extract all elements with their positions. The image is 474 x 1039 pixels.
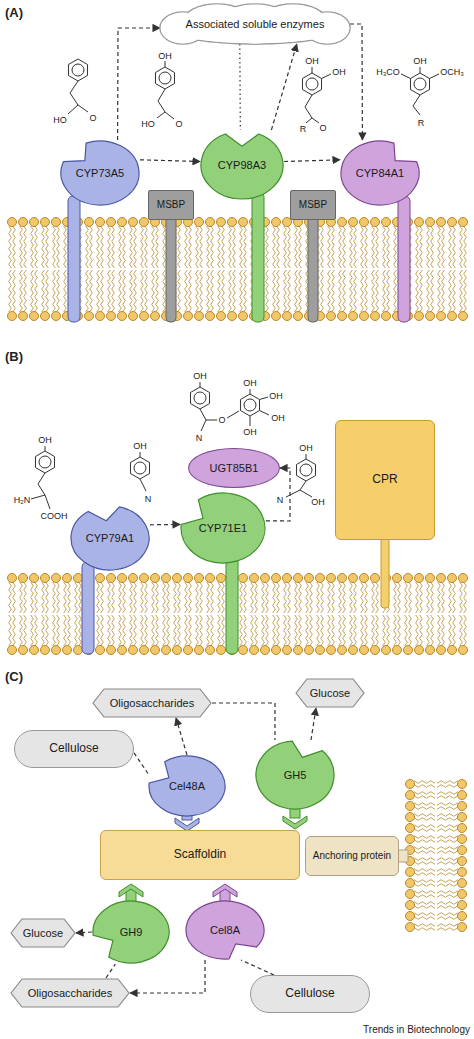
enzyme: Cel8A [185,900,265,960]
product-hexagon: Glucose [10,918,76,948]
enzyme: GH9 [92,900,170,964]
atom-label: HO [141,120,155,129]
anchor-box: Anchoring protein [305,836,399,876]
atom-label: H₂N [14,496,31,505]
glycosyltransferase: UGT85B1 [188,448,280,488]
node-text: Oligosaccharides [110,697,194,710]
node-text: CYP71E1 [199,522,247,535]
source-credit: Trends in Biotechnology [363,1025,470,1035]
panel-label: (A) [5,6,23,19]
atom-label: OH [271,414,285,423]
scaffold-protein: MSBP [148,190,194,220]
enzyme: CYP98A3 [200,130,284,200]
enzyme: Cel48A [148,755,226,817]
reaction-arrow [271,44,296,130]
reaction-arrow [150,524,180,526]
node-text: CYP79A1 [86,532,134,545]
atom-label: OH [243,379,257,388]
product-hexagon: Oligosaccharides [10,978,130,1008]
node-text: UGT85B1 [210,462,259,475]
atom-label: O [319,124,326,133]
node-text: Cel48A [169,780,205,793]
node-text: Scaffoldin [174,848,226,862]
lipid-bilayer [8,218,468,932]
atom-label: O [175,120,182,129]
node-text: Cellulose [285,987,334,1001]
node-text: GH5 [284,769,307,782]
enzyme: CYP84A1 [340,140,420,206]
reductase-box: CPR [335,420,435,540]
atom-label: O [89,114,96,123]
enzyme: CYP79A1 [70,505,150,571]
reaction-arrow [106,964,115,978]
reaction-arrow [284,160,340,162]
node-text: CYP84A1 [356,167,404,180]
reaction-arrow [76,932,92,933]
node-text: MSBP [299,199,327,211]
product-hexagon: Glucose [295,678,365,708]
panel-label: (B) [5,350,23,363]
node-text: MSBP [157,199,185,211]
atom-label: H₃CO [376,68,400,77]
node-text: Cellulose [49,742,98,756]
node-text: Glucose [23,927,63,940]
reaction-arrow [130,960,205,993]
atom-label: COOH [41,512,68,521]
substrate-pill: Cellulose [250,975,370,1013]
node-text: Cel8A [210,924,240,937]
atom-label: R [300,125,307,134]
atom-label: N [277,496,284,505]
atom-label: O [218,416,225,425]
atom-label: OH [38,436,52,445]
atom-label: OH [133,442,147,451]
node-text: GH9 [120,926,143,939]
enzyme: CYP71E1 [180,492,266,564]
reaction-arrow [350,24,362,140]
atom-label: OH [193,372,207,381]
enzyme: CYP73A5 [60,140,140,206]
atom-label: OCH₃ [440,68,464,77]
reaction-arrow [212,703,275,740]
atom-label: OH [305,57,319,66]
substrate-pill: Cellulose [14,730,134,768]
reaction-arrow [140,160,200,162]
atom-label: OH [158,52,172,61]
atom-label: OH [299,444,313,453]
scaffold-protein: MSBP [290,190,336,220]
atom-label: OH [332,68,346,77]
scaffoldin-bar: Scaffoldin [100,830,300,880]
node-text: Glucose [310,687,350,700]
node-text: Anchoring protein [313,850,391,862]
node-text: CYP98A3 [218,159,266,172]
atom-label: OH [413,57,427,66]
reaction-arrow [118,28,160,140]
product-hexagon: Oligosaccharides [92,688,212,718]
node-text: CPR [372,473,397,487]
soluble-enzyme-cloud: Associated soluble enzymes [160,4,350,44]
node-text: Associated soluble enzymes [186,18,325,31]
node-text: Oligosaccharides [28,987,112,1000]
atom-label: R [418,119,425,128]
reaction-arrow [239,44,241,130]
atom-label: OH [311,498,325,507]
atom-label: OH [269,392,283,401]
reaction-arrow [134,753,148,774]
atom-label: N [145,495,152,504]
atom-label: OH [243,428,257,437]
reaction-arrow [311,708,316,740]
lipid-bilayer [406,780,467,932]
node-text: CYP73A5 [76,167,124,180]
reaction-arrow [176,718,187,755]
enzyme: GH5 [255,740,335,810]
atom-label: HO [53,116,67,125]
reaction-arrow [241,960,274,975]
panel-label: (C) [5,670,23,683]
atom-label: N [196,434,203,443]
